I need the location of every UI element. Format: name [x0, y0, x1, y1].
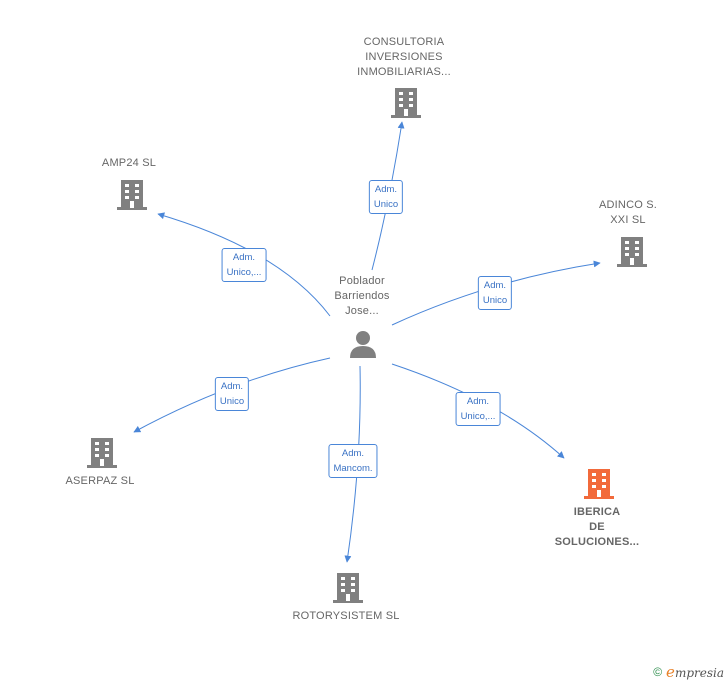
relation-label-aserpaz[interactable]: Adm. Unico: [214, 377, 250, 411]
center-person-name[interactable]: Poblador Barriendos Jose...: [334, 275, 390, 317]
company-name-adinco[interactable]: ADINCO S. XXI SL: [598, 199, 658, 226]
relation-label-rotorysistem[interactable]: Adm. Mancom.: [328, 444, 378, 478]
footer-watermark: © empresia: [653, 663, 724, 681]
company-name-consultoria[interactable]: CONSULTORIA INVERSIONES INMOBILIARIAS...: [357, 36, 451, 78]
relation-label-adinco[interactable]: Adm. Unico: [477, 276, 513, 310]
relation-label-iberica[interactable]: Adm. Unico,...: [455, 392, 501, 426]
company-name-amp24[interactable]: AMP24 SL: [101, 157, 157, 169]
building-icon[interactable]: [333, 571, 363, 608]
empresia-logo: empresia: [666, 663, 724, 681]
company-name-iberica[interactable]: IBERICA DE SOLUCIONES...: [554, 506, 640, 548]
relation-label-amp24[interactable]: Adm. Unico,...: [221, 248, 267, 282]
company-name-rotorysistem[interactable]: ROTORYSISTEM SL: [292, 610, 400, 622]
person-icon[interactable]: [349, 330, 377, 363]
company-name-aserpaz[interactable]: ASERPAZ SL: [65, 475, 135, 487]
building-icon[interactable]: [87, 436, 117, 473]
building-icon[interactable]: [117, 178, 147, 215]
copyright-icon: ©: [653, 665, 663, 679]
relation-label-consultoria[interactable]: Adm. Unico: [368, 180, 404, 214]
building-icon[interactable]: [391, 86, 421, 123]
building-icon-highlighted[interactable]: [584, 467, 614, 504]
building-icon[interactable]: [617, 235, 647, 272]
